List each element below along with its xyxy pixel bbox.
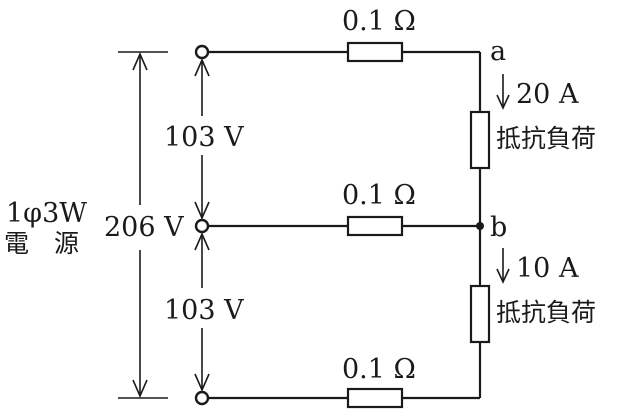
bottom-resistance-label: 0.1 Ω xyxy=(342,354,416,385)
lower-load-resistor xyxy=(469,284,491,344)
upper-load-resistor xyxy=(469,110,491,170)
total-voltage-label: 206 V xyxy=(104,212,184,243)
lower-current-arrow-head xyxy=(496,268,510,284)
upper-voltage-arrow-up xyxy=(194,58,210,77)
lower-current-label: 10 A xyxy=(516,253,579,284)
node-b-junction xyxy=(476,222,484,230)
upper-voltage-arrow-down xyxy=(194,201,210,220)
upper-current-arrow-head xyxy=(496,94,510,110)
middle-resistance-label: 0.1 Ω xyxy=(342,180,416,211)
lower-load-label: 抵抗負荷 xyxy=(496,298,596,327)
top-terminal xyxy=(194,44,210,60)
source-label-line1: 1φ3W xyxy=(6,198,87,229)
lower-voltage-arrow-up xyxy=(194,232,210,251)
lower-voltage-arrow-down xyxy=(194,373,210,392)
source-label-line2: 電 源 xyxy=(4,229,79,258)
node-b-label: b xyxy=(490,212,507,243)
top-resistance-label: 0.1 Ω xyxy=(342,6,416,37)
upper-current-label: 20 A xyxy=(516,79,579,110)
bottom-terminal xyxy=(194,390,210,406)
bottom-line-resistor xyxy=(346,387,404,409)
lower-voltage-label: 103 V xyxy=(164,295,244,326)
total-voltage-arrow-down xyxy=(132,379,148,398)
upper-load-label: 抵抗負荷 xyxy=(496,124,596,153)
middle-line-resistor xyxy=(346,215,404,237)
middle-terminal xyxy=(194,218,210,234)
upper-voltage-label: 103 V xyxy=(164,122,244,153)
total-voltage-arrow-up xyxy=(132,52,148,71)
top-line-resistor xyxy=(346,41,404,63)
node-a-label: a xyxy=(490,36,506,67)
